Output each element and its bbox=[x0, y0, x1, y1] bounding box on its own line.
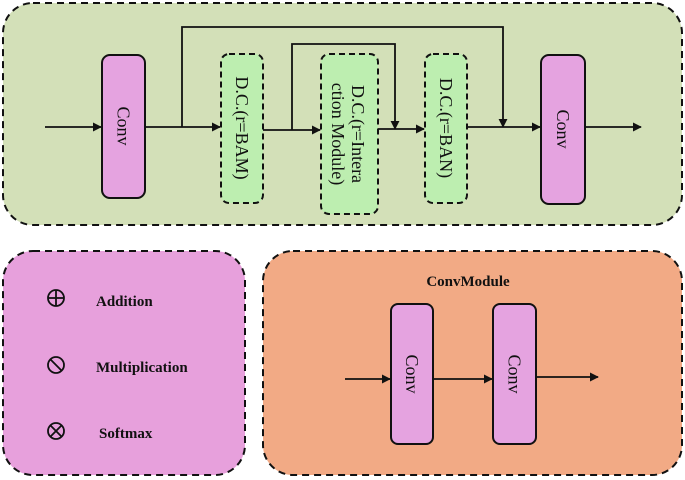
dc-block-interaction-label-line2: ction Module) bbox=[327, 83, 348, 185]
module-conv-block-2 bbox=[492, 303, 537, 445]
module-conv-block-2-label: Conv bbox=[505, 354, 525, 393]
conv-module-panel bbox=[262, 250, 683, 476]
conv-block-2-label: Conv bbox=[553, 109, 573, 148]
addition-icon bbox=[47, 289, 65, 307]
outer-skip-connection bbox=[181, 26, 508, 128]
dc-block-interaction bbox=[320, 53, 379, 215]
legend-panel bbox=[2, 250, 246, 476]
dc-block-ban bbox=[424, 53, 468, 204]
conv-block-2 bbox=[540, 54, 586, 205]
legend-addition-label: Addition bbox=[96, 294, 153, 310]
conv-block-1-label: Conv bbox=[114, 106, 134, 145]
dc-block-interaction-label-line1: D.C.(r=Intera bbox=[347, 85, 368, 183]
dc-block-ban-label: D.C.(r=BAN) bbox=[435, 78, 456, 178]
multiplication-icon bbox=[47, 356, 65, 374]
legend-multiplication-label: Multiplication bbox=[96, 360, 188, 376]
conv-module-title: ConvModule bbox=[426, 274, 510, 290]
module-conv-block-1-label: Conv bbox=[402, 354, 422, 393]
softmax-icon bbox=[47, 422, 65, 440]
conv-block-1 bbox=[101, 54, 146, 199]
dc-block-bam bbox=[220, 53, 264, 204]
dc-block-bam-label: D.C.(r=BAM) bbox=[231, 76, 252, 179]
module-conv-block-1 bbox=[390, 303, 434, 445]
legend-softmax-label: Softmax bbox=[99, 426, 153, 442]
inner-skip-connection bbox=[291, 43, 400, 130]
